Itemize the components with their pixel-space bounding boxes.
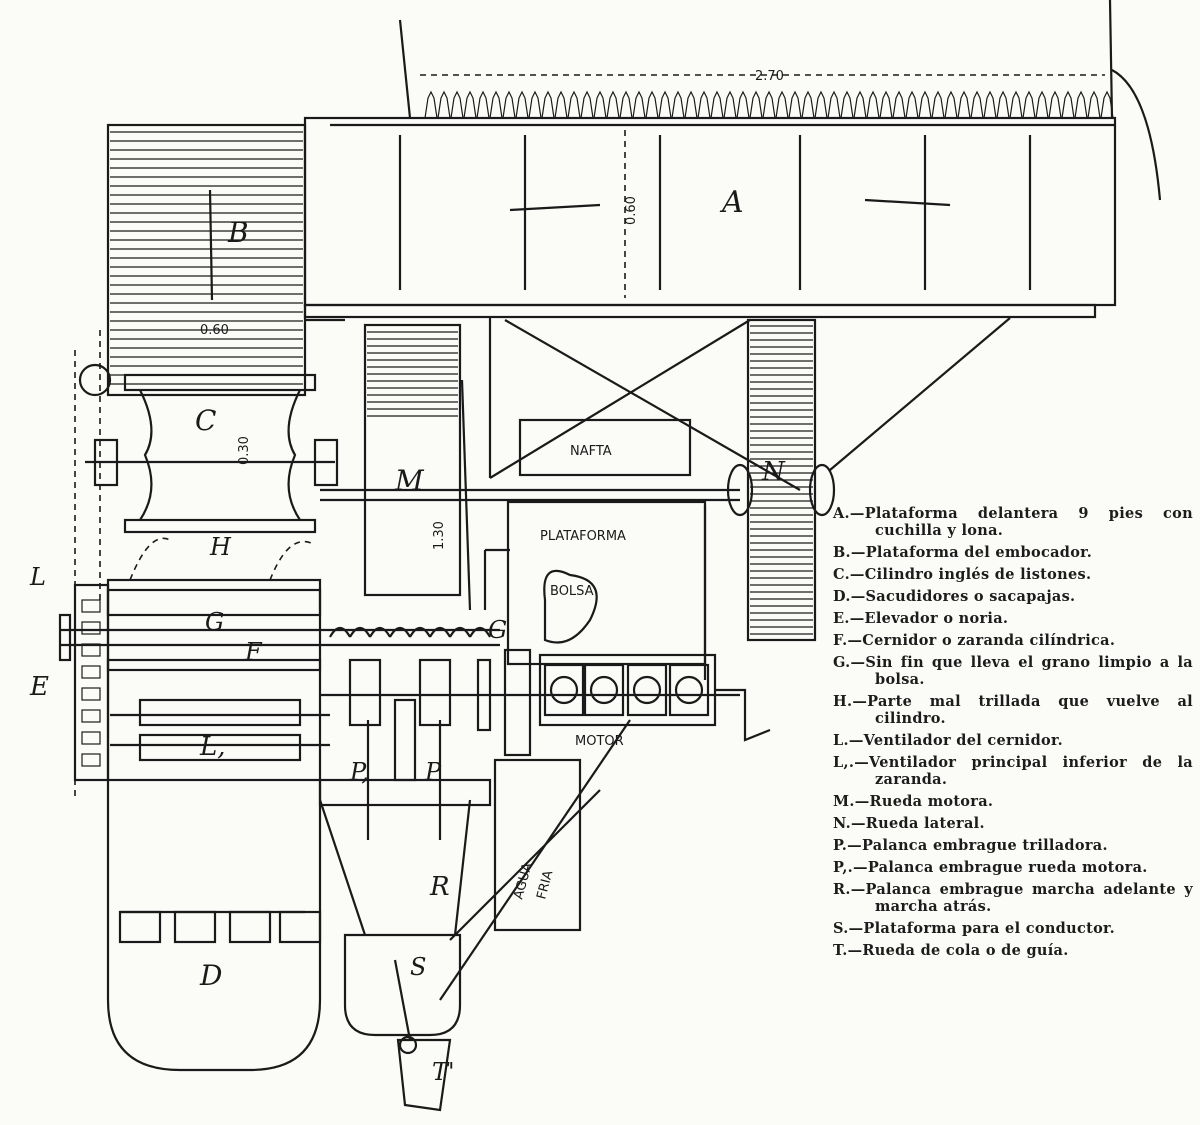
legend-text: Plataforma del embocador.: [865, 544, 1093, 561]
legend-item: N.—Rueda lateral.: [833, 815, 1193, 832]
legend-item: D.—Sacudidores o sacapajas.: [833, 588, 1193, 605]
legend-item: G.—Sin fin que lleva el grano limpio a l…: [833, 654, 1193, 688]
legend-text: Sacudidores o sacapajas.: [865, 588, 1076, 605]
legend-key: H.—: [833, 693, 868, 710]
label-s: S: [410, 953, 426, 981]
legend-text: Parte mal trillada que vuelve al cilindr…: [867, 693, 1193, 727]
gearbox: [318, 648, 740, 840]
label-b: B: [227, 216, 249, 249]
legend-text: Palanca embrague trilladora.: [861, 837, 1108, 854]
legend-item: P.—Palanca embrague trilladora.: [833, 837, 1193, 854]
label-m: M: [394, 464, 425, 497]
label-bolsa: BOLSA: [550, 584, 594, 599]
legend-text: Ventilador del cernidor.: [863, 732, 1063, 749]
label-p1: P,: [349, 758, 369, 786]
legend-text: Sin fin que lleva el grano limpio a la b…: [865, 654, 1193, 688]
driver-platform-s: [343, 933, 462, 1112]
legend-key: E.—: [833, 610, 865, 627]
legend-item: F.—Cernidor o zaranda cilíndrica.: [833, 632, 1193, 649]
platform-b: [106, 123, 307, 397]
label-agua: AGUA: [511, 861, 535, 901]
legend-text: Cilindro inglés de listones.: [864, 566, 1092, 583]
legend-text: Palanca embrague marcha adelante y march…: [865, 881, 1193, 915]
legend-text: Ventilador principal inferior de la zara…: [869, 754, 1193, 788]
legend-key: G.—: [833, 654, 866, 671]
label-a: A: [719, 185, 744, 220]
dimension-label: 1.30: [432, 521, 447, 550]
legend-key: C.—: [833, 566, 865, 583]
legend-item: L.—Ventilador del cernidor.: [833, 732, 1193, 749]
legend-item: L,.—Ventilador principal inferior de la …: [833, 754, 1193, 788]
legend-item: S.—Plataforma para el conductor.: [833, 920, 1193, 937]
legend-key: S.—: [833, 920, 864, 937]
label-e: E: [29, 672, 49, 702]
legend-text: Rueda lateral.: [865, 815, 985, 832]
legend-text: Plataforma para el conductor.: [863, 920, 1116, 937]
lever-r: [318, 719, 631, 1001]
legend-key: P,.—: [833, 859, 868, 876]
label-g: G: [488, 616, 507, 644]
label-f: F: [244, 638, 263, 666]
legend: A.—Plataforma delantera 9 pies con cuchi…: [833, 505, 1193, 964]
legend-item: E.—Elevador o noria.: [833, 610, 1193, 627]
elevator-e: [58, 583, 110, 782]
legend-key: P.—: [833, 837, 862, 854]
legend-item: C.—Cilindro inglés de listones.: [833, 566, 1193, 583]
legend-text: Elevador o noria.: [864, 610, 1009, 627]
platform-a: [303, 0, 1162, 322]
dimension-label: 2.70: [755, 69, 784, 84]
wheel-m: [320, 323, 740, 611]
bag-platform: [483, 500, 707, 680]
label-plataforma: PLATAFORMA: [540, 529, 626, 544]
label-l: L: [29, 563, 46, 591]
label-p: P: [424, 758, 442, 786]
water-tank: [493, 758, 582, 932]
legend-key: L.—: [833, 732, 864, 749]
legend-key: N.—: [833, 815, 866, 832]
label-t: T': [432, 1058, 455, 1086]
legend-item: B.—Plataforma del embocador.: [833, 544, 1193, 561]
fan-l: [110, 698, 330, 762]
legend-key: M.—: [833, 793, 870, 810]
label-motor: MOTOR: [575, 734, 624, 749]
legend-text: Cernidor o zaranda cilíndrica.: [862, 632, 1116, 649]
fuel-tank: [518, 418, 692, 477]
legend-text: Plataforma delantera 9 pies con cuchilla…: [864, 505, 1193, 539]
legend-item: H.—Parte mal trillada que vuelve al cili…: [833, 693, 1193, 727]
legend-item: R.—Palanca embrague marcha adelante y ma…: [833, 881, 1193, 915]
label-c: C: [195, 404, 216, 437]
motor: [538, 653, 771, 742]
label-n: N: [761, 457, 786, 487]
legend-item: T.—Rueda de cola o de guía.: [833, 942, 1193, 959]
legend-key: L,.—: [833, 754, 869, 771]
label-h: H: [209, 533, 232, 561]
label-nafta: NAFTA: [570, 444, 612, 459]
legend-text: Rueda motora.: [869, 793, 994, 810]
legend-text: Rueda de cola o de guía.: [862, 942, 1069, 959]
legend-key: D.—: [833, 588, 866, 605]
legend-key: F.—: [833, 632, 863, 649]
legend-item: M.—Rueda motora.: [833, 793, 1193, 810]
legend-text: Palanca embrague rueda motora.: [867, 859, 1148, 876]
label-r: R: [429, 872, 450, 902]
cylinder-c: [74, 330, 339, 800]
dimension-label: 0.30: [237, 436, 252, 465]
dimension-label: 0.60: [624, 196, 639, 225]
legend-key: B.—: [833, 544, 866, 561]
label-l1: L,: [199, 732, 226, 762]
legend-item: P,.—Palanca embrague rueda motora.: [833, 859, 1193, 876]
legend-item: A.—Plataforma delantera 9 pies con cuchi…: [833, 505, 1193, 539]
label-d: D: [199, 959, 222, 992]
straw-walkers-d: [106, 780, 322, 1072]
label-fria: FRIA: [534, 869, 556, 901]
legend-key: A.—: [833, 505, 865, 522]
dimension-label: 0.60: [200, 323, 229, 338]
legend-key: R.—: [833, 881, 866, 898]
label-g-left: G: [205, 608, 224, 636]
legend-key: T.—: [833, 942, 863, 959]
wheel-n: [488, 317, 1011, 642]
